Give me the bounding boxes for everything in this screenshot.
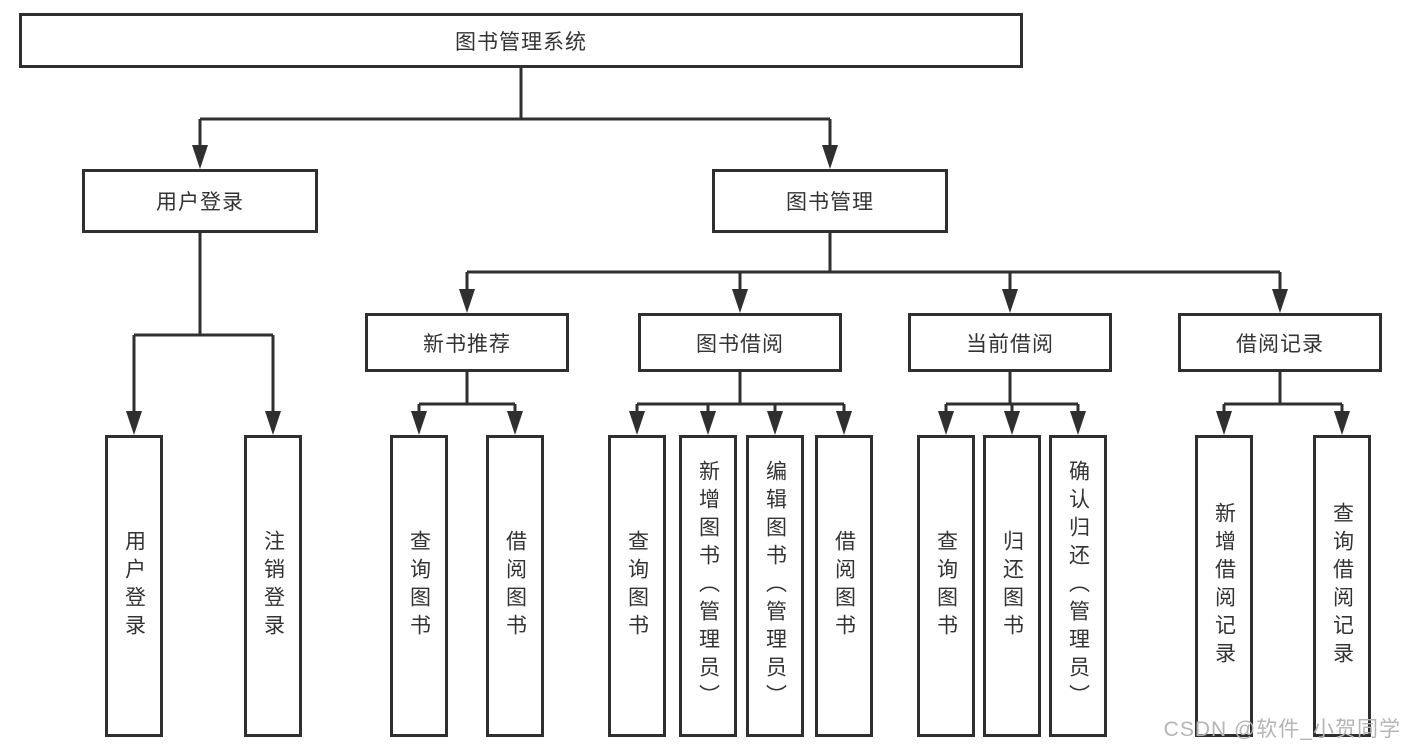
leaf-query-borrow-record: 查询借阅记录 (1313, 435, 1371, 737)
leaf-return-book: 归还图书 (983, 435, 1041, 737)
leaf-add-borrow-record: 新增借阅记录 (1195, 435, 1253, 737)
node-label: 借阅图书 (832, 530, 856, 642)
node-label: 查询借阅记录 (1330, 502, 1354, 670)
node-label: 新书推荐 (423, 332, 511, 356)
node-label: 编辑图书（管理员） (763, 460, 787, 712)
node-label: 新增借阅记录 (1212, 502, 1236, 670)
leaf-borrow-books-recommend: 借阅图书 (486, 435, 544, 737)
node-label: 当前借阅 (966, 332, 1054, 356)
node-label: 图书借阅 (696, 332, 784, 356)
node-user-login-branch: 用户登录 (82, 169, 318, 233)
node-label: 图书管理 (786, 191, 874, 214)
leaf-query-books-current: 查询图书 (917, 435, 975, 737)
node-label: 查询图书 (625, 530, 649, 642)
leaf-query-books-borrow: 查询图书 (608, 435, 666, 737)
node-label: 用户登录 (156, 191, 244, 214)
node-root-library-system: 图书管理系统 (19, 13, 1023, 68)
node-book-management-branch: 图书管理 (712, 169, 948, 233)
csdn-watermark: CSDN @软件_小贺同学 (1163, 718, 1401, 741)
node-label: 归还图书 (1000, 530, 1024, 642)
node-label: 借阅图书 (503, 530, 527, 642)
node-label: 确认归还（管理员） (1066, 460, 1090, 712)
leaf-confirm-return-admin: 确认归还（管理员） (1049, 435, 1107, 737)
node-label: 查询图书 (934, 530, 958, 642)
leaf-user-login: 用户登录 (105, 435, 163, 737)
connector-stems-and-buses (132, 68, 1344, 417)
leaf-logout: 注销登录 (244, 435, 302, 737)
arrowheads (126, 145, 1350, 435)
leaf-edit-book-admin: 编辑图书（管理员） (746, 435, 804, 737)
node-label: 查询图书 (407, 530, 431, 642)
node-label: 借阅记录 (1236, 332, 1324, 356)
node-label: 注销登录 (261, 530, 285, 642)
leaf-add-book-admin: 新增图书（管理员） (679, 435, 737, 737)
leaf-query-books-recommend: 查询图书 (390, 435, 448, 737)
node-borrow-record: 借阅记录 (1178, 313, 1382, 372)
node-current-borrow: 当前借阅 (908, 313, 1112, 372)
node-book-borrow: 图书借阅 (638, 313, 842, 372)
leaf-borrow-books: 借阅图书 (815, 435, 873, 737)
node-label: 图书管理系统 (455, 30, 587, 54)
node-label: 新增图书（管理员） (696, 460, 720, 712)
node-label: 用户登录 (122, 530, 146, 642)
node-new-book-recommend: 新书推荐 (365, 313, 569, 372)
